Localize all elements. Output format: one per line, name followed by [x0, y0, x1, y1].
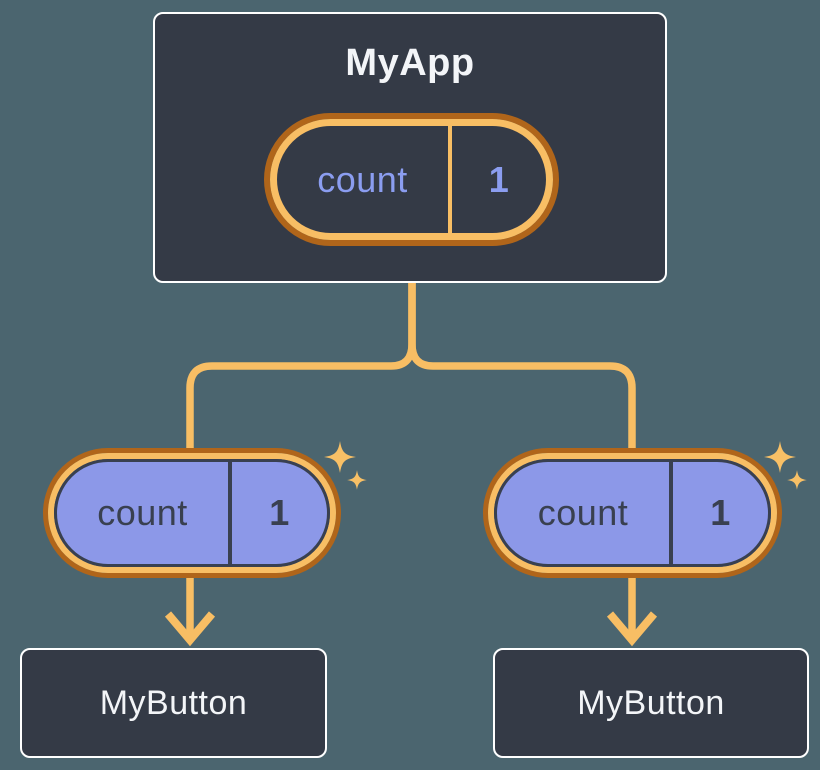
sparkle-icon: [787, 470, 807, 490]
prop-name-label: count: [97, 492, 188, 533]
component-title: MyButton: [577, 683, 725, 722]
prop-pill-body: count 1: [494, 459, 771, 567]
sparkle-icon: [324, 441, 356, 473]
prop-name-label: count: [537, 492, 629, 533]
component-title: MyApp: [345, 42, 475, 84]
arrow-down-icon: [606, 611, 658, 647]
prop-pill-right: count 1: [483, 448, 782, 578]
pill-divider: [448, 126, 452, 233]
prop-pill-body: count 1: [54, 459, 330, 567]
state-name-label: count: [317, 158, 408, 200]
pill-divider: [669, 462, 673, 564]
prop-value-label: 1: [269, 492, 290, 533]
component-title: MyButton: [99, 683, 248, 722]
sparkle-icon: [764, 441, 796, 473]
sparkle-icon: [347, 470, 367, 490]
pill-divider: [228, 462, 232, 564]
state-pill-body: count 1: [277, 126, 546, 233]
prop-pill-ring: count 1: [48, 453, 336, 573]
component-card-mybutton-left: MyButton: [20, 648, 327, 758]
state-pill-ring: count 1: [270, 119, 553, 240]
state-pill: count 1: [264, 113, 559, 246]
sparkle-group-left: [324, 441, 367, 490]
prop-value-label: 1: [710, 492, 731, 533]
sparkle-group-right: [764, 441, 807, 490]
prop-pill-ring: count 1: [488, 453, 777, 573]
connector-branch-right: [408, 282, 636, 634]
component-card-mybutton-right: MyButton: [493, 648, 809, 758]
prop-pill-left: count 1: [43, 448, 341, 578]
arrow-down-icon: [164, 611, 216, 647]
state-value-label: 1: [488, 158, 510, 200]
